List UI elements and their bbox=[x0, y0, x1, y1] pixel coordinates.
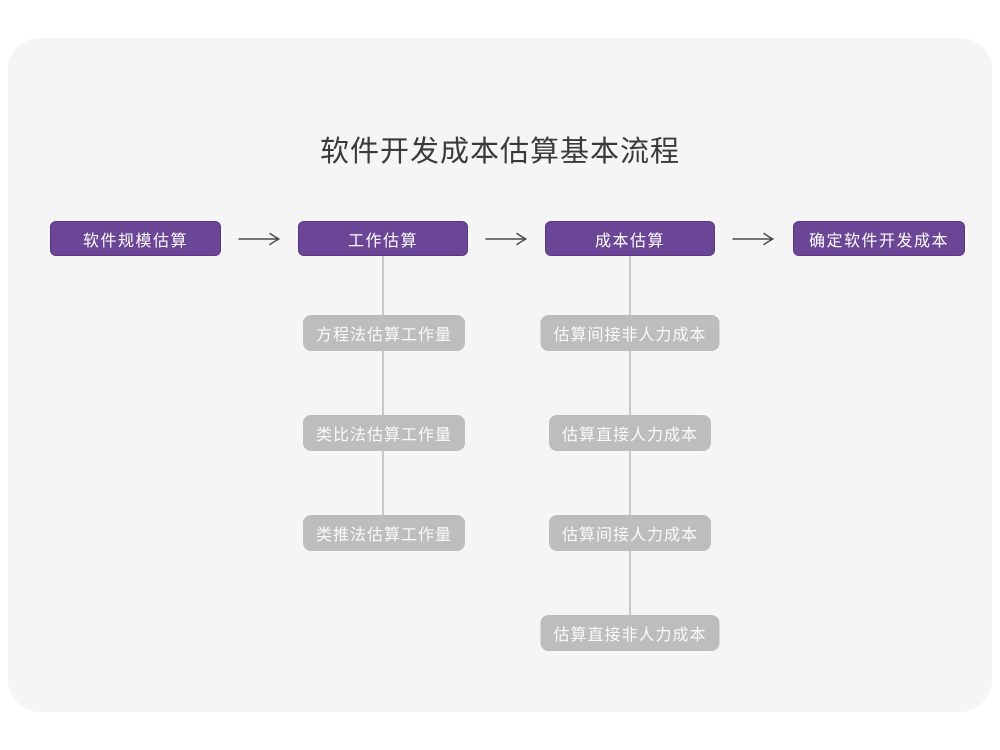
diagram-title: 软件开发成本估算基本流程 bbox=[319, 136, 680, 168]
vertical-connector-line-work bbox=[382, 256, 384, 536]
flow-node-cost-estimation: 成本估算 bbox=[545, 221, 715, 256]
diagram-card: 软件开发成本估算基本流程 软件规模估算 工作估算 成本估算 确定软件开发成本 方… bbox=[8, 38, 992, 712]
sub-node-indirect-non-labor-cost: 估算间接非人力成本 bbox=[540, 315, 720, 351]
flow-node-software-scale-estimation: 软件规模估算 bbox=[50, 221, 221, 256]
sub-node-equation-method: 方程法估算工作量 bbox=[302, 315, 466, 351]
sub-node-direct-non-labor-cost: 估算直接非人力成本 bbox=[540, 615, 720, 651]
arrow-right-icon bbox=[485, 232, 527, 246]
arrow-right-icon bbox=[238, 232, 280, 246]
flow-node-work-estimation: 工作估算 bbox=[298, 221, 468, 256]
sub-node-extrapolation-method: 类推法估算工作量 bbox=[302, 515, 466, 551]
sub-node-direct-labor-cost: 估算直接人力成本 bbox=[548, 415, 712, 451]
sub-node-analogy-method: 类比法估算工作量 bbox=[302, 415, 466, 451]
arrow-right-icon bbox=[732, 232, 774, 246]
sub-node-indirect-labor-cost: 估算间接人力成本 bbox=[548, 515, 712, 551]
flow-node-determine-software-cost: 确定软件开发成本 bbox=[793, 221, 965, 256]
